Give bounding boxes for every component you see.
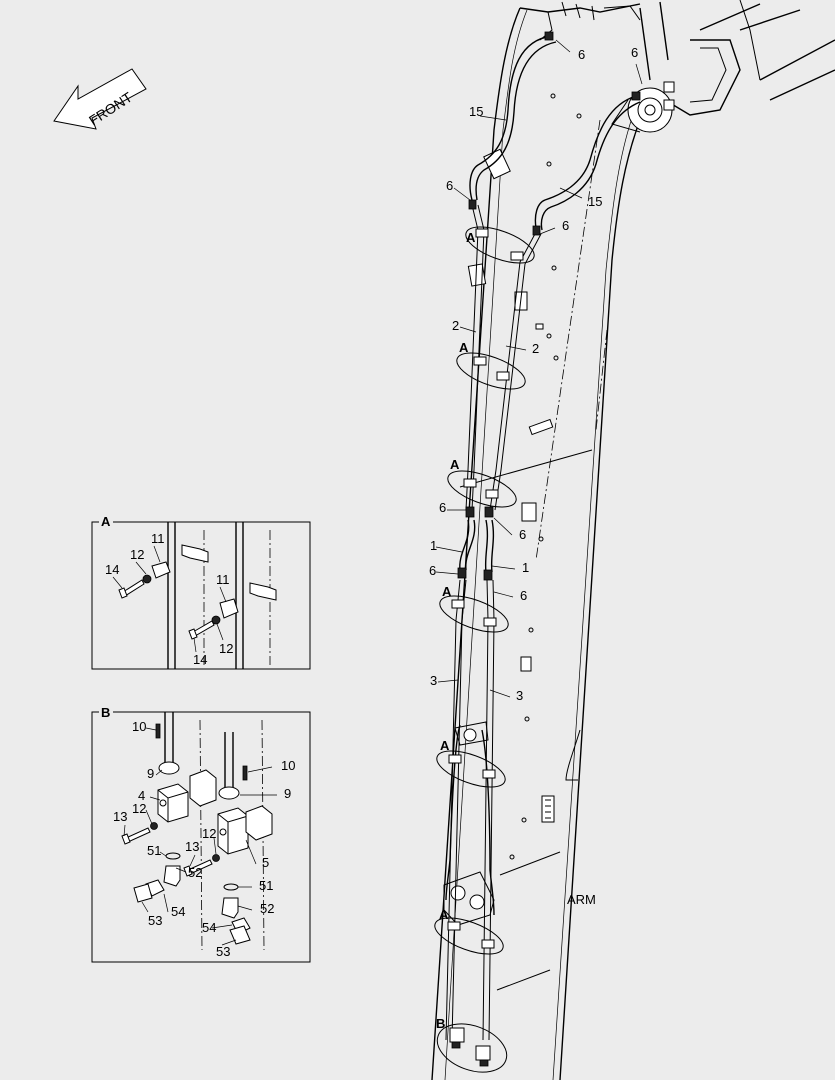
callout-6: 6 xyxy=(446,178,453,193)
main-callouts: 6 6 15 6 15 6 2 2 6 6 1 6 1 6 3 3 xyxy=(429,45,638,703)
arm-label: ARM xyxy=(567,892,596,907)
main-callout-leaders xyxy=(435,39,643,698)
inset-b-callout-9: 9 xyxy=(147,766,154,781)
inset-detail-a: A xyxy=(91,514,311,670)
inset-a-callout-11: 11 xyxy=(151,531,165,546)
detail-marker-A: A xyxy=(440,738,450,753)
callout-15: 15 xyxy=(469,104,483,119)
clamp-group-a2 xyxy=(456,352,526,390)
inset-b-callout-54: 54 xyxy=(202,920,216,935)
callout-6: 6 xyxy=(439,500,446,515)
clamp-group-a1 xyxy=(465,226,535,264)
callout-3: 3 xyxy=(430,673,437,688)
callout-6: 6 xyxy=(519,527,526,542)
detail-markers: A A A A A A B xyxy=(436,230,476,1031)
callout-3: 3 xyxy=(516,688,523,703)
inset-b-callout-9: 9 xyxy=(284,786,291,801)
detail-marker-A: A xyxy=(466,230,476,245)
front-arrow: FRONT xyxy=(53,68,147,130)
clamp-group-a6 xyxy=(434,917,504,955)
clamp-group-a5 xyxy=(436,750,506,788)
callout-6: 6 xyxy=(578,47,585,62)
arm-body xyxy=(431,0,835,1080)
inset-b-callout-10: 10 xyxy=(281,758,295,773)
inset-b-callout-51: 51 xyxy=(259,878,273,893)
inset-a-callout-11: 11 xyxy=(216,572,230,587)
detail-marker-A: A xyxy=(450,457,460,472)
inset-b-callout-13: 13 xyxy=(185,839,199,854)
inset-b-callout-52: 52 xyxy=(260,901,274,916)
pipe-end-group-b xyxy=(436,1023,508,1073)
clamp-group-a4 xyxy=(439,595,509,633)
inset-b-callout-53: 53 xyxy=(216,944,230,959)
inset-b-callout-12: 12 xyxy=(132,801,146,816)
inset-a-callout-12: 12 xyxy=(130,547,144,562)
detail-marker-A: A xyxy=(442,584,452,599)
callout-6: 6 xyxy=(631,45,638,60)
callout-1: 1 xyxy=(430,538,437,553)
callout-6: 6 xyxy=(429,563,436,578)
inset-b-callout-12: 12 xyxy=(202,826,216,841)
inset-b-callout-53: 53 xyxy=(148,913,162,928)
inset-b-callout-52: 52 xyxy=(188,865,202,880)
inset-detail-b: B xyxy=(91,705,311,963)
callout-1: 1 xyxy=(522,560,529,575)
inset-b-callout-13: 13 xyxy=(113,809,127,824)
inset-a-callouts: 11 12 14 11 12 14 xyxy=(105,531,233,667)
inset-b-callout-4: 4 xyxy=(138,788,145,803)
callout-2: 2 xyxy=(452,318,459,333)
clamp-assemblies xyxy=(434,226,535,1073)
inset-a-callout-14: 14 xyxy=(105,562,119,577)
callout-2: 2 xyxy=(532,341,539,356)
inset-b-callout-54: 54 xyxy=(171,904,185,919)
callout-6: 6 xyxy=(520,588,527,603)
inset-b-callout-51: 51 xyxy=(147,843,161,858)
inset-b-callout-5: 5 xyxy=(262,855,269,870)
clamp-group-a3 xyxy=(447,470,517,508)
callout-15: 15 xyxy=(588,194,602,209)
callout-6: 6 xyxy=(562,218,569,233)
inset-b-title: B xyxy=(101,705,110,720)
inset-a-callout-12: 12 xyxy=(219,641,233,656)
inset-a-title: A xyxy=(101,514,111,529)
inset-a-callout-14: 14 xyxy=(193,652,207,667)
inset-b-callout-10: 10 xyxy=(132,719,146,734)
detail-marker-A: A xyxy=(439,907,449,922)
hydraulic-lines xyxy=(445,31,641,1041)
detail-marker-A: A xyxy=(459,340,469,355)
detail-marker-B: B xyxy=(436,1016,445,1031)
